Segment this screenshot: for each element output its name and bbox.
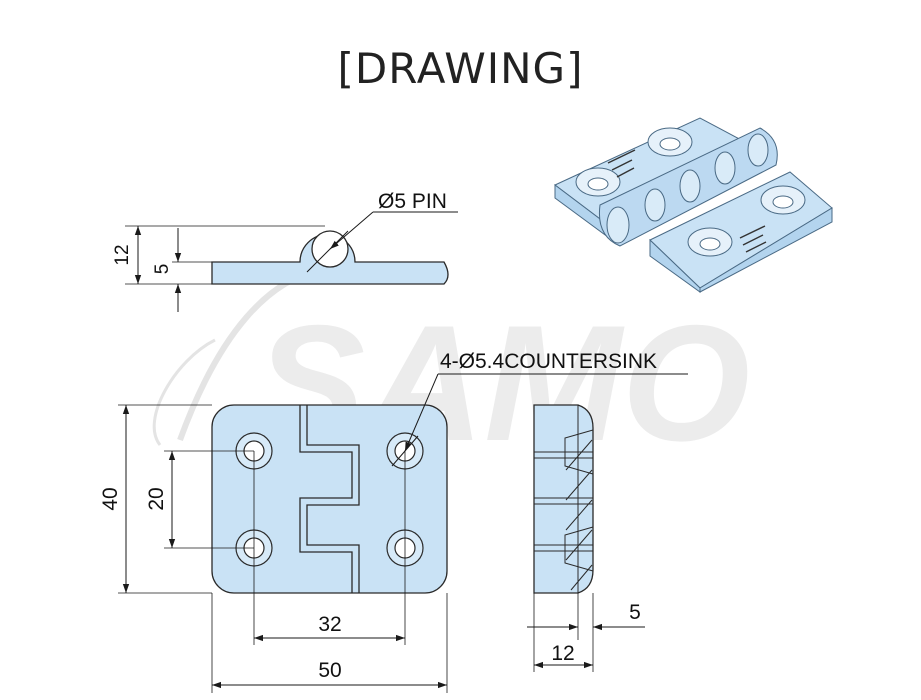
dim-side-plate-thickness: 5 xyxy=(629,601,641,624)
right-side-profile xyxy=(533,404,594,594)
dim-front-height: 40 xyxy=(99,487,122,510)
dim-side-plate: 5 xyxy=(152,264,173,275)
dim-hole-horizontal: 32 xyxy=(318,613,341,636)
page-title: [DRAWING] xyxy=(337,44,584,93)
dim-side-total: 12 xyxy=(112,244,133,265)
isometric-view xyxy=(554,117,833,293)
dim-hole-vertical: 20 xyxy=(145,487,168,510)
countersink-label: 4-Ø5.4COUNTERSINK xyxy=(440,350,657,373)
dim-side-total-thickness: 12 xyxy=(551,642,574,665)
dim-overall-width: 50 xyxy=(318,659,341,682)
front-joint-line xyxy=(299,405,353,593)
right-side-view: 5 12 xyxy=(527,404,645,672)
front-view: 4-Ø5.4COUNTERSINK 40 20 32 50 xyxy=(99,350,688,693)
pin-label: Ø5 PIN xyxy=(378,190,447,213)
side-view: Ø5 PIN 12 5 xyxy=(112,190,458,312)
